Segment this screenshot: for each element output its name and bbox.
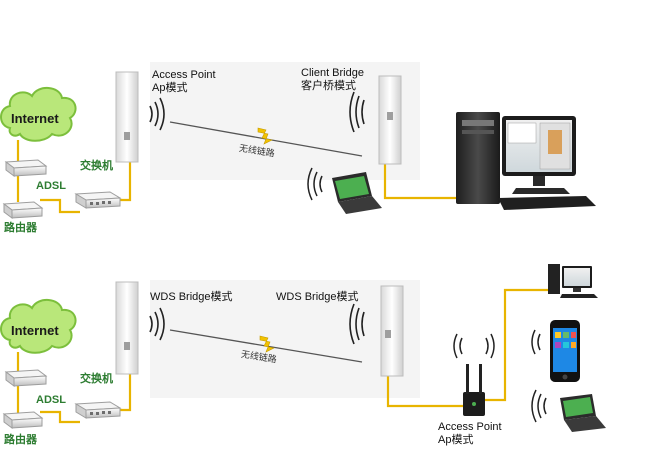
adsl-modem-icon	[4, 369, 48, 387]
router-icon	[2, 201, 44, 219]
adsl-modem-icon	[4, 159, 48, 177]
top-link-background	[150, 62, 420, 180]
bottom-left-mode: WDS Bridge模式	[150, 291, 233, 303]
router-icon	[2, 411, 44, 429]
wireless-link-bottom	[169, 329, 363, 363]
bottom-switch-label: 交换机	[80, 373, 113, 385]
wifi-waves-icon	[453, 333, 495, 359]
top-left-mode-cn: Ap模式	[152, 82, 188, 94]
outdoor-ap-icon	[115, 71, 139, 163]
top-switch-label: 交换机	[80, 160, 113, 172]
top-router-label: 路由器	[4, 222, 37, 234]
wireless-link-top	[169, 121, 363, 157]
top-adsl-label: ADSL	[36, 180, 66, 192]
bottom-ap-mode-en: Access Point	[438, 421, 502, 433]
bottom-ap-mode-cn: Ap模式	[438, 434, 474, 446]
smartphone-icon	[550, 320, 580, 382]
cable-ap-desktop	[480, 288, 556, 402]
lightning-bolt-icon	[259, 335, 275, 353]
laptop-icon	[560, 394, 606, 432]
lightning-bolt-icon	[257, 127, 273, 145]
laptop-icon	[332, 172, 382, 214]
top-left-mode-en: Access Point	[152, 69, 216, 81]
wifi-waves-icon	[531, 329, 541, 355]
wireless-router-icon	[463, 364, 485, 416]
internet-cloud-icon	[0, 87, 77, 142]
top-internet-label: Internet	[11, 111, 59, 126]
outdoor-ap-icon	[380, 285, 404, 377]
bottom-right-mode: WDS Bridge模式	[276, 291, 359, 303]
bottom-internet-label: Internet	[11, 323, 59, 338]
wifi-waves-icon	[531, 389, 547, 423]
wifi-waves-icon	[349, 303, 365, 345]
wifi-waves-icon	[149, 97, 165, 131]
outdoor-ap-icon	[115, 281, 139, 375]
wifi-waves-icon	[349, 91, 365, 133]
bottom-link-background	[150, 280, 420, 398]
top-right-mode-en: Client Bridge	[301, 67, 364, 79]
wifi-waves-icon	[149, 307, 165, 341]
outdoor-ap-icon	[378, 75, 402, 165]
internet-cloud-icon	[0, 299, 77, 354]
wifi-waves-icon	[307, 167, 323, 201]
desktop-computer-icon	[548, 264, 598, 298]
cable-router-switch	[40, 198, 80, 214]
bottom-adsl-label: ADSL	[36, 394, 66, 406]
desktop-computer-icon	[456, 112, 596, 210]
top-right-mode-cn: 客户桥模式	[301, 80, 356, 92]
cable-router-switch	[40, 410, 80, 424]
bottom-router-label: 路由器	[4, 434, 37, 446]
switch-icon	[74, 191, 122, 209]
switch-icon	[74, 401, 122, 419]
